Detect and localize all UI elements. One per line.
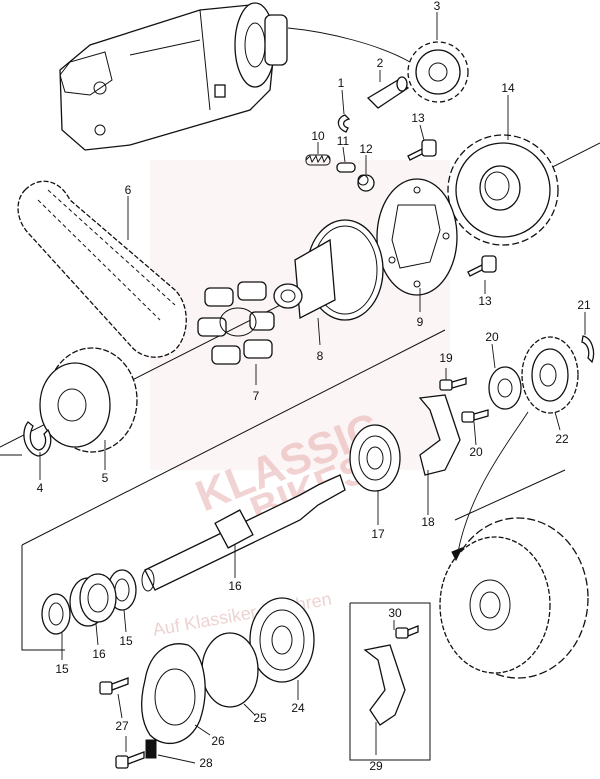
part-14-driven-sprocket [447,134,559,246]
callout-16: 16 [92,647,106,661]
callout-21: 20 [485,330,499,344]
callout-24: 24 [291,701,305,715]
callout-3: 3 [434,0,441,13]
callout-25: 25 [253,711,267,725]
part-18-bearing [349,424,401,492]
callout-14: 14 [501,81,515,95]
callout-13-upper: 13 [411,111,425,125]
callout-23: 21 [577,298,591,312]
part-12-roller [357,174,375,192]
callout-6: 6 [125,183,132,197]
callout-20-upper: 19 [439,351,453,365]
callout-12: 12 [359,142,373,156]
part-27-bolt-upper [99,677,129,695]
callout-4: 4 [37,481,44,495]
part-24-bearing [249,597,315,683]
callout-2: 2 [377,56,384,70]
callout-29: 29 [369,759,383,773]
callout-28: 28 [199,756,213,770]
callout-8: 8 [317,349,324,363]
leader-lines [39,12,586,764]
part-3-starter-sprocket [407,41,469,103]
part-9-starter-clutch-outer [376,178,458,296]
part-25-o-ring [201,632,259,708]
part-29-bracket [363,644,406,726]
part-19-bracket [418,394,461,476]
part-20-bolt-lower [461,409,489,423]
part-7-damper-rubber [197,281,275,365]
callout-5: 5 [102,471,109,485]
part-22-gear [521,336,579,414]
callout-1: 1 [338,76,345,90]
part-27-bolt-lower [115,751,145,769]
part-2-shaft-pin [366,76,410,109]
part-1-clip [337,114,351,133]
callout-15-left: 15 [55,662,69,676]
part-10-spring [305,154,331,166]
starter-motor [59,2,411,151]
part-6-primary-chain [17,180,187,358]
part-15-washer-left [41,593,71,635]
part-16-needle-bearing [69,573,117,627]
part-28-lock-tab [145,739,157,759]
part-5-gear [39,347,138,453]
part-23-circlip [581,335,595,364]
callout-30: 30 [388,606,402,620]
part-13-bolt-upper [407,139,437,161]
part-21-washer [488,366,522,410]
callout-26: 26 [211,734,225,748]
callout-18: 17 [371,527,385,541]
part-26-bearing-cover [141,643,206,744]
callout-27: 27 [115,719,129,733]
callout-22: 22 [555,432,569,446]
callout-7: 7 [253,389,260,403]
callout-labels: 3 2 1 14 13 10 11 12 6 13 21 9 20 8 19 7… [37,0,591,773]
callout-17: 16 [228,579,242,593]
part-30-bolt [395,625,419,639]
part-11-pin [336,162,356,173]
part-20-bolt-upper [439,377,467,391]
callout-15-right: 15 [119,634,133,648]
part-13-bolt-lower [467,255,497,277]
callout-20-lower: 20 [469,445,483,459]
callout-19: 18 [421,515,435,529]
clutch-outer-assembly [439,411,589,679]
part-8-starter-clutch-hub [273,219,384,321]
part-17-mainshaft [141,474,346,592]
callout-9: 9 [417,315,424,329]
callout-11: 11 [337,134,350,148]
part-4-circlip [23,421,52,457]
callout-13-lower: 13 [478,294,492,308]
callout-10: 10 [311,129,325,143]
